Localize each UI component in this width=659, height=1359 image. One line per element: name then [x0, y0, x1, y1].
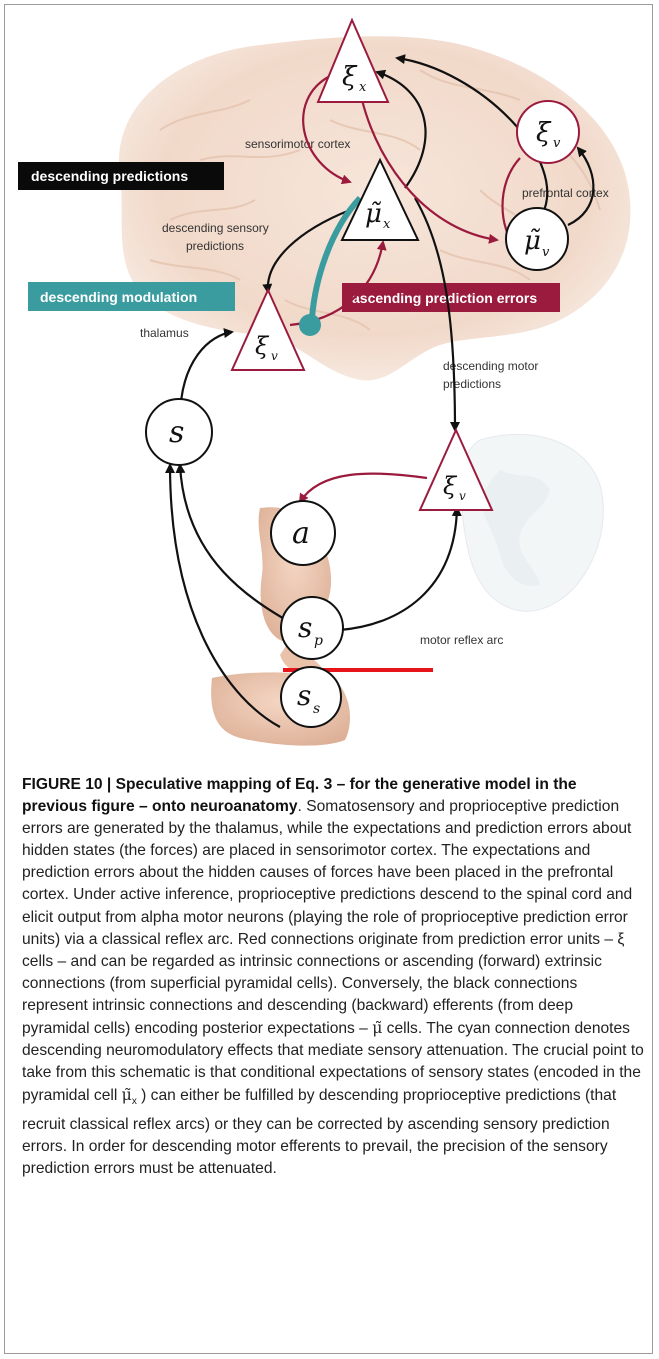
s-symbol: s: [169, 415, 184, 450]
xi-v-prefrontal-subscript: v: [553, 136, 561, 151]
xi-v-spinal-symbol: ξ: [443, 472, 458, 500]
mu-x-symbol-inline: μ̃: [122, 1086, 132, 1104]
descending-motor-label-1: descending motor: [443, 359, 538, 373]
s-s-symbol: s: [297, 679, 311, 712]
xi-v-spinal-to-a: [300, 474, 427, 502]
mu-v-subscript: v: [542, 245, 550, 260]
s-p-symbol: s: [298, 611, 312, 644]
descending-predictions-label: descending predictions: [31, 168, 188, 184]
figure-caption: FIGURE 10 | Speculative mapping of Eq. 3…: [22, 774, 644, 1180]
mu-x-subscript: x: [383, 217, 391, 232]
mu-v-symbol: μ̃: [524, 226, 541, 256]
prefrontal-cortex-label: prefrontal cortex: [522, 186, 609, 200]
caption-body-1: . Somatosensory and proprioceptive predi…: [22, 798, 632, 1037]
cyan-modulation-terminal: [299, 314, 321, 336]
thalamus-label: thalamus: [140, 326, 189, 340]
mu-symbol: μ̃: [372, 1019, 382, 1037]
xi-v-prefrontal-symbol: ξ: [536, 118, 552, 148]
figure-10: descending predictions descending modula…: [0, 0, 659, 760]
xi-x-subscript: x: [359, 80, 367, 95]
s-p-to-xi-v-spinal: [340, 508, 457, 630]
descending-sensory-label-2: predictions: [186, 239, 244, 253]
spinal-cord-illustration: [461, 434, 604, 611]
neuroanatomy-diagram: descending predictions descending modula…: [0, 0, 659, 760]
xi-v-spinal-subscript: v: [459, 489, 466, 503]
ascending-prediction-errors-label: ascending prediction errors: [352, 290, 537, 306]
descending-sensory-label-1: descending sensory: [162, 221, 269, 235]
sensorimotor-cortex-label: sensorimotor cortex: [245, 137, 350, 151]
s-p-subscript: p: [314, 633, 323, 649]
s-s-subscript: s: [313, 701, 320, 717]
descending-modulation-label: descending modulation: [40, 289, 197, 305]
xi-x-symbol: ξ: [342, 62, 358, 92]
xi-v-thalamus-symbol: ξ: [255, 332, 270, 360]
a-symbol: a: [292, 516, 310, 551]
xi-v-thalamus-subscript: v: [271, 349, 278, 363]
motor-reflex-arc-label: motor reflex arc: [420, 633, 503, 647]
mu-x-symbol: μ̃: [365, 199, 382, 229]
descending-motor-label-2: predictions: [443, 377, 501, 391]
